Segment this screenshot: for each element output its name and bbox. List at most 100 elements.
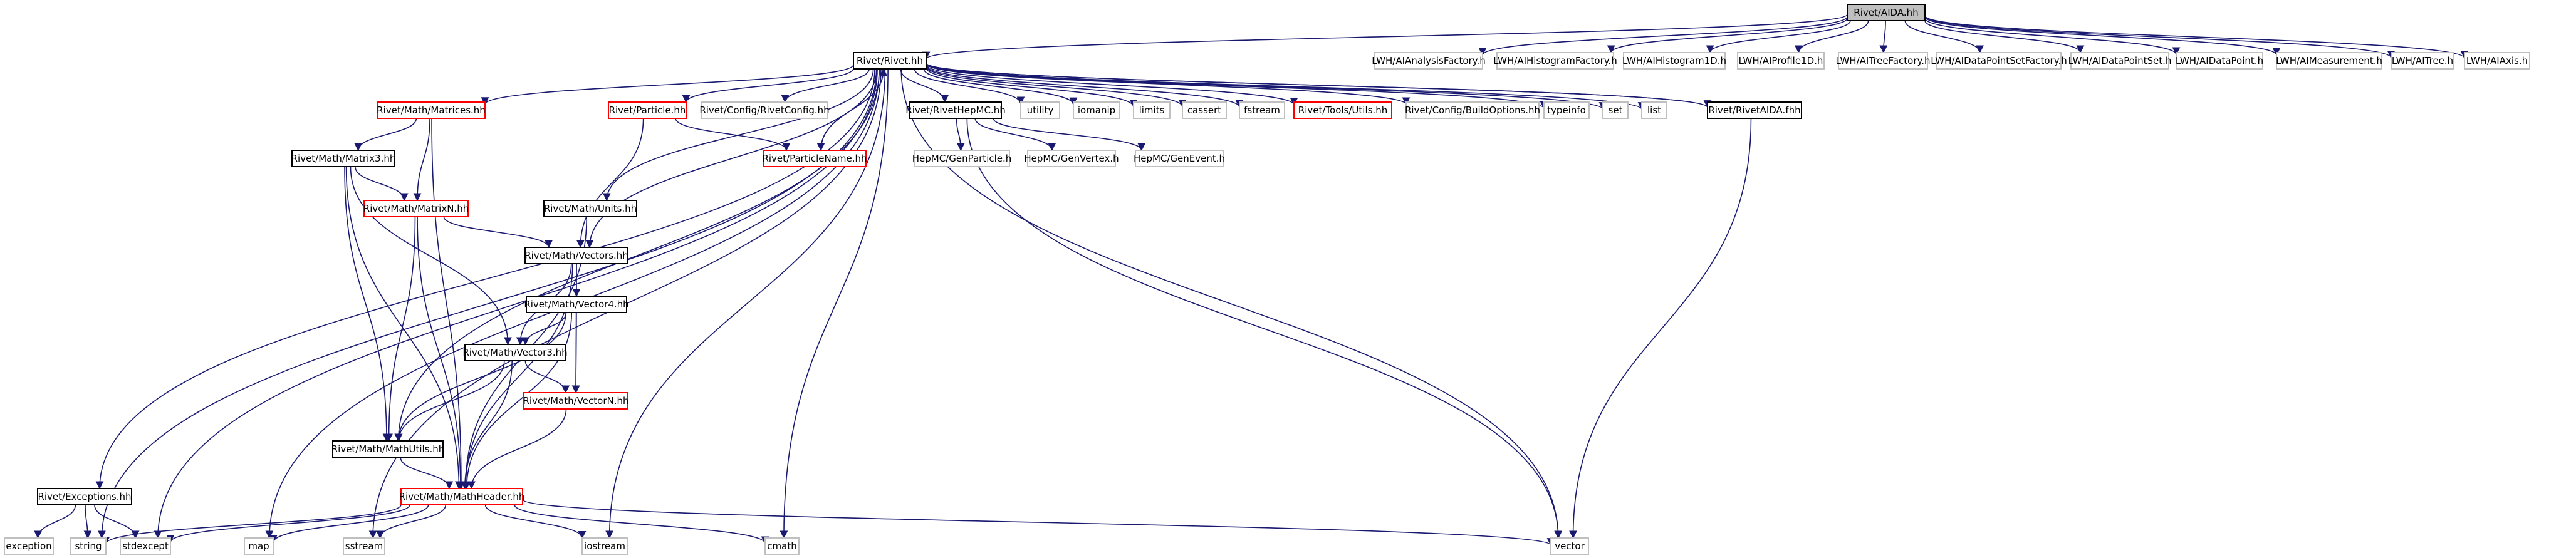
node-label-set: set [1609, 105, 1623, 116]
node-box-hepmc [909, 101, 1002, 119]
node-genevent[interactable]: HepMC/GenEvent.h [1134, 150, 1225, 167]
node-list[interactable]: list [1641, 101, 1667, 119]
node-label-sstream: sstream [345, 540, 383, 552]
node-box-mathheader [400, 488, 523, 505]
node-mathheader[interactable]: Rivet/Math/MathHeader.hh [399, 488, 525, 505]
node-fstream[interactable]: fstream [1239, 101, 1285, 119]
node-particle[interactable]: Rivet/Particle.hh [608, 101, 687, 119]
node-lwh_dps[interactable]: LWH/AIDataPointSet.h [2068, 52, 2172, 70]
node-matrixn[interactable]: Rivet/Math/MatrixN.hh [363, 200, 469, 217]
node-limits[interactable]: limits [1133, 101, 1171, 119]
node-label-config: Rivet/Config/RivetConfig.hh [699, 105, 829, 116]
node-box-lwh_af [1374, 52, 1483, 70]
node-cmath[interactable]: cmath [764, 537, 800, 555]
node-hepmc[interactable]: Rivet/RivetHepMC.hh [905, 101, 1006, 119]
node-lwh_p1[interactable]: LWH/AIProfile1D.h [1737, 52, 1825, 70]
edge-rivet-to-units [602, 68, 874, 202]
node-lwh_tree[interactable]: LWH/AITree.h [2391, 52, 2454, 70]
node-buildopts[interactable]: Rivet/Config/BuildOptions.hh [1405, 101, 1540, 119]
node-label-lwh_axis: LWH/AIAxis.h [2466, 55, 2528, 66]
node-label-rivetaida: Rivet/AIDA.hh [1854, 7, 1918, 18]
node-label-typeinfo: typeinfo [1547, 105, 1586, 116]
edge-rivet-to-buildopts [926, 63, 1411, 106]
node-lwh_h1[interactable]: LWH/AIHistogram1D.h [1622, 52, 1726, 70]
node-label-cmath: cmath [767, 540, 796, 552]
edge-vectorn-to-mathheader [467, 408, 567, 490]
node-box-vector3 [464, 344, 566, 361]
node-lwh_hf[interactable]: LWH/AIHistogramFactory.h [1493, 52, 1617, 70]
edge-matrices-to-mathheader [431, 118, 466, 490]
node-label-matrix3: Rivet/Math/Matrix3.hh [291, 153, 396, 164]
node-mathutils[interactable]: Rivet/Math/MathUtils.hh [331, 440, 445, 458]
node-lwh_af[interactable]: LWH/AIAnalysisFactory.h [1372, 52, 1486, 70]
node-config[interactable]: Rivet/Config/RivetConfig.hh [699, 101, 830, 119]
node-cassert[interactable]: cassert [1182, 101, 1227, 119]
node-label-rivet: Rivet/Rivet.hh [857, 55, 923, 66]
node-matrix3[interactable]: Rivet/Math/Matrix3.hh [291, 150, 396, 167]
node-label-lwh_af: LWH/AIAnalysisFactory.h [1372, 55, 1486, 66]
node-box-fstream [1239, 101, 1285, 119]
node-box-iomanip [1073, 101, 1120, 119]
node-utility[interactable]: utility [1020, 101, 1060, 119]
node-label-stdexcept: stdexcept [122, 540, 169, 552]
node-label-lwh_dpsf: LWH/AIDataPointSetFactory.h [1931, 55, 2067, 66]
node-pname[interactable]: Rivet/ParticleName.hh [762, 150, 867, 167]
node-label-lwh_h1: LWH/AIHistogram1D.h [1622, 55, 1726, 66]
edge-rivet-to-stdexcept [154, 68, 878, 539]
node-exception[interactable]: exception [4, 537, 54, 555]
edge-rivet-to-hepmc [900, 68, 949, 103]
node-lwh_axis[interactable]: LWH/AIAxis.h [2464, 52, 2530, 70]
node-map[interactable]: map [244, 537, 274, 555]
node-genvertex[interactable]: HepMC/GenVertex.h [1024, 150, 1119, 167]
edge-vector3-to-mathheader [461, 360, 513, 490]
node-box-lwh_axis [2464, 52, 2530, 70]
node-box-particle [608, 101, 687, 119]
edge-particle-to-vectors [576, 118, 644, 249]
node-stdexcept[interactable]: stdexcept [120, 537, 171, 555]
node-box-vector4 [526, 296, 627, 313]
node-box-genparticle [914, 150, 1010, 167]
node-genparticle[interactable]: HepMC/GenParticle.h [912, 150, 1012, 167]
node-aidafhh[interactable]: Rivet/RivetAIDA.fhh [1707, 101, 1802, 119]
node-box-utils [1293, 101, 1392, 119]
node-lwh_dpsf[interactable]: LWH/AIDataPointSetFactory.h [1931, 52, 2067, 70]
node-label-genevent: HepMC/GenEvent.h [1134, 153, 1225, 164]
node-iostream[interactable]: iostream [581, 537, 628, 555]
node-lwh_dp[interactable]: LWH/AIDataPoint.h [2176, 52, 2263, 70]
edge-rivetaida-to-lwh_tree [1924, 15, 2396, 59]
node-label-utility: utility [1027, 105, 1054, 116]
node-utils[interactable]: Rivet/Tools/Utils.hh [1293, 101, 1392, 119]
edge-vector3-to-mathutils [394, 360, 505, 442]
node-rivet[interactable]: Rivet/Rivet.hh [853, 52, 927, 70]
node-vectorn[interactable]: Rivet/Math/VectorN.hh [523, 392, 629, 410]
node-rivetaida[interactable]: Rivet/AIDA.hh [1847, 4, 1926, 21]
edge-exceptions-to-exception [34, 504, 76, 539]
node-label-genvertex: HepMC/GenVertex.h [1024, 153, 1119, 164]
node-set[interactable]: set [1602, 101, 1629, 119]
node-box-lwh_hf [1496, 52, 1614, 70]
node-vector3[interactable]: Rivet/Math/Vector3.hh [462, 344, 568, 361]
node-exceptions[interactable]: Rivet/Exceptions.hh [37, 488, 132, 505]
node-box-sstream [343, 537, 385, 555]
node-label-list: list [1647, 105, 1661, 116]
node-vector[interactable]: vector [1550, 537, 1589, 555]
node-units[interactable]: Rivet/Math/Units.hh [543, 200, 637, 217]
edge-rivet-to-fstream [926, 65, 1244, 108]
node-string[interactable]: string [70, 537, 107, 555]
node-iomanip[interactable]: iomanip [1073, 101, 1120, 119]
edge-rivetaida-to-lwh_h1 [1706, 20, 1851, 54]
node-lwh_meas[interactable]: LWH/AIMeasurement.h [2276, 52, 2382, 70]
node-label-lwh_tree: LWH/AITree.h [2392, 55, 2453, 66]
node-lwh_tf[interactable]: LWH/AITreeFactory.h [1835, 52, 1931, 70]
edge-matrixn-to-vectors [443, 216, 553, 249]
node-matrices[interactable]: Rivet/Math/Matrices.hh [377, 101, 486, 119]
node-sstream[interactable]: sstream [343, 537, 385, 555]
node-typeinfo[interactable]: typeinfo [1543, 101, 1590, 119]
node-label-matrices: Rivet/Math/Matrices.hh [377, 105, 486, 116]
node-vector4[interactable]: Rivet/Math/Vector4.hh [524, 296, 629, 313]
node-label-lwh_meas: LWH/AIMeasurement.h [2276, 55, 2382, 66]
edge-mathheader-to-string [102, 504, 402, 545]
edge-vector4-to-vector3 [521, 312, 567, 346]
node-vectors[interactable]: Rivet/Math/Vectors.hh [524, 247, 628, 264]
